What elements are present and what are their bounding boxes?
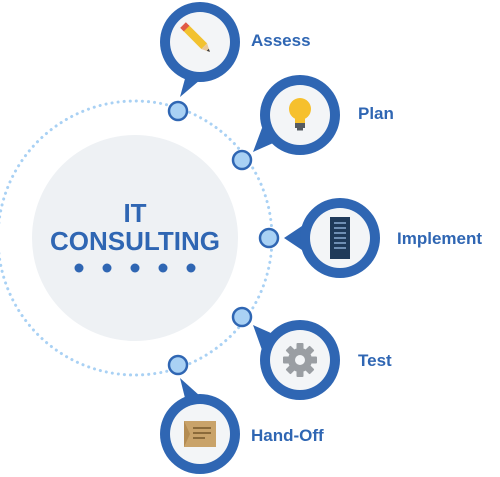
connector-node	[231, 306, 253, 328]
connector-node	[167, 100, 189, 122]
step-test: Test	[231, 306, 392, 400]
center-dot	[74, 263, 84, 273]
step-assess: Assess	[160, 2, 311, 122]
center-circle	[32, 135, 238, 341]
server-icon	[330, 217, 350, 259]
connector-node	[167, 354, 189, 376]
center-title-line2: CONSULTING	[50, 226, 220, 256]
center-title-line1: IT	[123, 198, 146, 228]
step-label-plan: Plan	[358, 104, 394, 123]
step-label-hand-off: Hand-Off	[251, 426, 324, 445]
connector-node	[258, 227, 280, 249]
lightbulb-icon	[289, 98, 311, 131]
badge-pointer	[284, 224, 305, 252]
center-dot	[186, 263, 196, 273]
badge-pointer	[253, 128, 280, 152]
step-label-assess: Assess	[251, 31, 311, 50]
step-implement: Implement	[258, 198, 482, 278]
center-dot	[130, 263, 140, 273]
pencil-icon	[180, 22, 210, 52]
step-plan: Plan	[231, 75, 394, 171]
center-dot	[158, 263, 168, 273]
connector-node	[231, 149, 253, 171]
step-hand-off: Hand-Off	[160, 354, 324, 474]
gear-icon	[283, 343, 317, 377]
badge-pointer	[253, 325, 280, 350]
center-dots	[74, 263, 196, 273]
step-label-implement: Implement	[397, 229, 482, 248]
step-label-test: Test	[358, 351, 392, 370]
center-dot	[102, 263, 112, 273]
envelope-icon	[184, 421, 216, 447]
